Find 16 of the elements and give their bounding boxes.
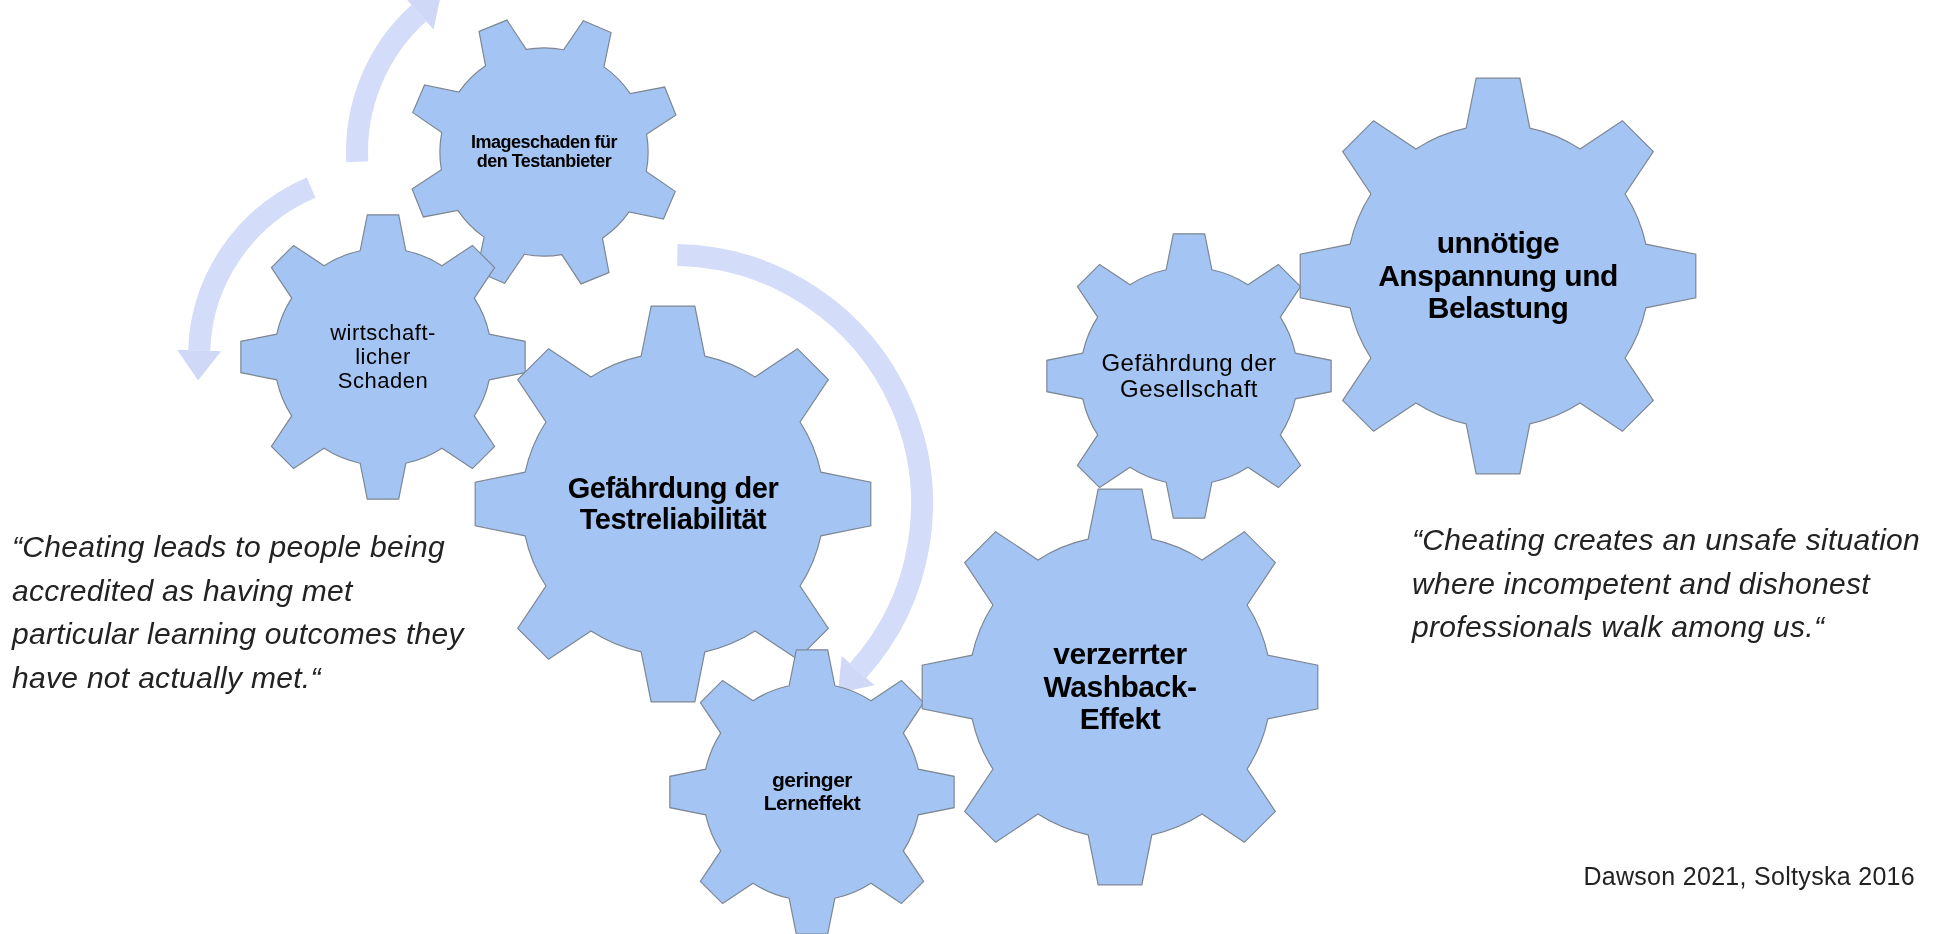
gear-label: unnötige Anspannung und Belastung bbox=[1377, 227, 1619, 325]
gear bbox=[669, 649, 955, 934]
gear-label: Gefährdung der Testreliabilität bbox=[566, 472, 780, 536]
gear bbox=[1299, 77, 1697, 475]
gear bbox=[474, 305, 872, 703]
gear-label: Gefährdung der Gesellschaft bbox=[1100, 350, 1278, 402]
quote-text: “Cheating creates an unsafe situation where incompetent and dishonest professionals walk among us.“ bbox=[1412, 522, 1922, 645]
quote-text: “Cheating leads to people being accredited as having met particular learning outcomes they have not actually met.“ bbox=[12, 529, 466, 696]
gear-label: verzerrter Washback-Effekt bbox=[1042, 638, 1198, 736]
gear-label: geringer Lerneffekt bbox=[762, 769, 862, 815]
gear-label: Imageschaden für den Testanbieter bbox=[469, 132, 619, 172]
gear bbox=[921, 488, 1319, 886]
gear bbox=[240, 214, 526, 500]
gear bbox=[1046, 233, 1332, 519]
citation: Dawson 2021, Soltyska 2016 bbox=[1583, 861, 1915, 892]
gear-label: wirtschaft-licher Schaden bbox=[329, 321, 437, 393]
